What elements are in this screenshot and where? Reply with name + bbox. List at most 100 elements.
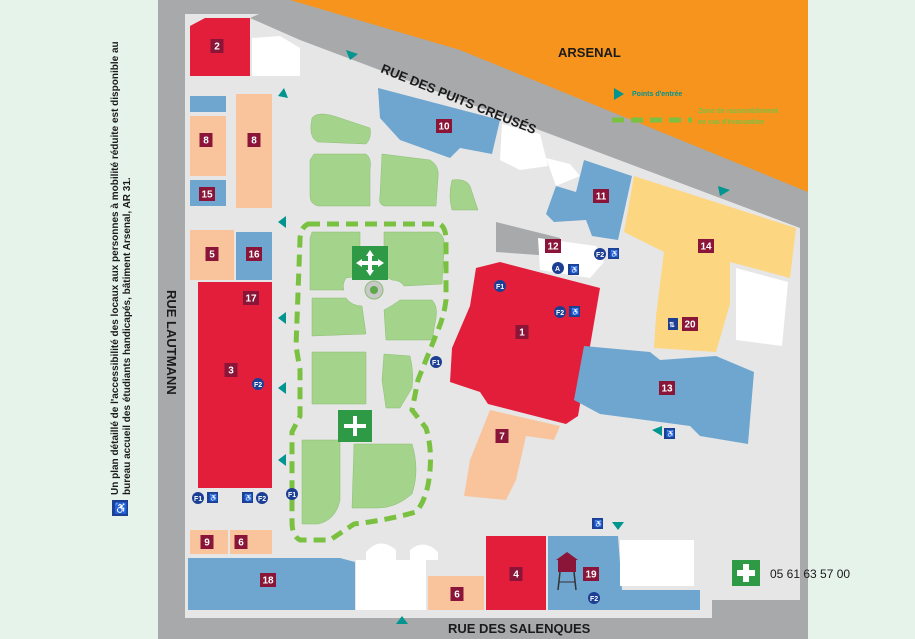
building-number: 12 [547,242,559,253]
side-note-line-2: bureau accueil des étudiants handicapés,… [122,177,133,495]
building-1 [450,262,600,424]
arsenal-label: ARSENAL [558,45,621,60]
entry-arrow [278,216,286,228]
building-number-badge: 11 [593,189,609,203]
building-7 [464,410,560,500]
building-number: 1 [519,328,525,339]
building-number-badge: 8 [247,133,261,147]
wheelchair-icon: ♿ [207,492,218,503]
svg-text:♿: ♿ [610,249,619,258]
building-number-badge: 9 [200,535,214,549]
svg-text:F1: F1 [194,496,202,503]
building-number-badge: 20 [682,317,698,331]
floor-icon: F2 [252,378,264,390]
svg-text:⇅: ⇅ [669,321,675,329]
building-number: 20 [684,320,696,331]
wheelchair-icon: ♿ [569,306,580,317]
svg-text:F1: F1 [496,284,504,291]
building-number: 3 [228,366,234,377]
wheelchair-icon: ♿ [592,518,603,529]
floor-icon: F1 [494,280,506,292]
building-number: 7 [499,432,505,443]
wheelchair-icon: ♿ [664,428,675,439]
building-number-badge: 14 [698,239,714,253]
entry-arrow [718,186,730,196]
building-number-badge: 8 [199,133,213,147]
svg-text:♿: ♿ [570,265,579,274]
evacuation-zone-outline [289,221,449,543]
side-note-line-1: Un plan détaillé de l'accessibilité des … [110,41,121,495]
building-number: 16 [248,250,260,261]
arsenal-zone [290,0,808,192]
water-tower-icon [556,552,578,591]
floor-icon: F2 [594,248,606,260]
lift-icon: ⇅ [668,318,678,330]
building-number-badge: 10 [436,119,452,133]
first-aid-icon [732,560,760,586]
building-number-badge: 6 [450,587,464,601]
wheelchair-icon: ♿ [568,264,579,275]
legend-entry-arrow [614,88,624,100]
floor-icon: F2 [588,592,600,604]
svg-text:F1: F1 [432,360,440,367]
floor-icon: F1 [430,356,442,368]
floor-icon: F1 [192,492,204,504]
building-number-badge: 15 [199,187,215,201]
svg-text:♿: ♿ [209,493,218,502]
building-number-badge: 12 [545,239,561,253]
rue-salenques-label: RUE DES SALENQUES [448,621,591,636]
entry-arrow [396,616,408,624]
svg-text:F2: F2 [556,310,564,317]
building-19 [548,536,700,610]
side-note-wheelchair-icon: ♿ [112,500,128,516]
legend-gathering-text-2: en cas d'évacuation [698,119,764,126]
rue-lautmann-label: RUE LAUTMANN [164,290,179,395]
building-8b [236,94,272,208]
gardens [301,113,479,525]
building-number: 17 [245,294,257,305]
phone-number: 05 61 63 57 00 [770,567,850,581]
building-number-badge: 2 [210,39,224,53]
building-number: 18 [262,576,274,587]
svg-text:F2: F2 [596,252,604,259]
building-number-badge: 13 [659,381,675,395]
building-number-badge: 16 [246,247,262,261]
assembly-point-icon [352,246,388,280]
building-number: 8 [251,136,257,147]
floor-icon: F2 [256,492,268,504]
assembly-point-icon [338,410,372,442]
entry-arrow [346,50,358,60]
rue-puits-road [250,0,808,232]
legend-gathering-text-1: Zone de rassemblement [698,108,779,115]
building-number: 11 [596,192,607,203]
building-number-badge: 18 [260,573,276,587]
entry-arrow [278,88,288,98]
entry-arrow [278,454,286,466]
svg-text:F2: F2 [254,382,262,389]
svg-text:A: A [555,266,560,273]
left-margin [0,0,158,639]
building-number: 2 [214,42,220,53]
svg-text:F2: F2 [590,596,598,603]
building-number-badge: 1 [515,325,529,339]
entry-arrow [612,522,624,530]
building-number: 5 [209,250,215,261]
building-number: 6 [454,590,460,601]
building-number: 13 [661,384,673,395]
wheelchair-icon: ♿ [242,492,253,503]
building-number: 9 [204,538,210,549]
svg-text:♿: ♿ [666,429,675,438]
building-11 [546,160,632,240]
building-number: 14 [700,242,712,253]
building-number-badge: 7 [495,429,509,443]
elevator-a-icon: A [552,262,564,274]
svg-text:F2: F2 [258,496,266,503]
svg-text:♿: ♿ [571,307,580,316]
building-number: 8 [203,136,209,147]
right-margin [808,0,915,639]
wheelchair-icon: ♿ [608,248,619,259]
building-number-badge: 4 [509,567,523,581]
entry-arrow [652,426,662,436]
